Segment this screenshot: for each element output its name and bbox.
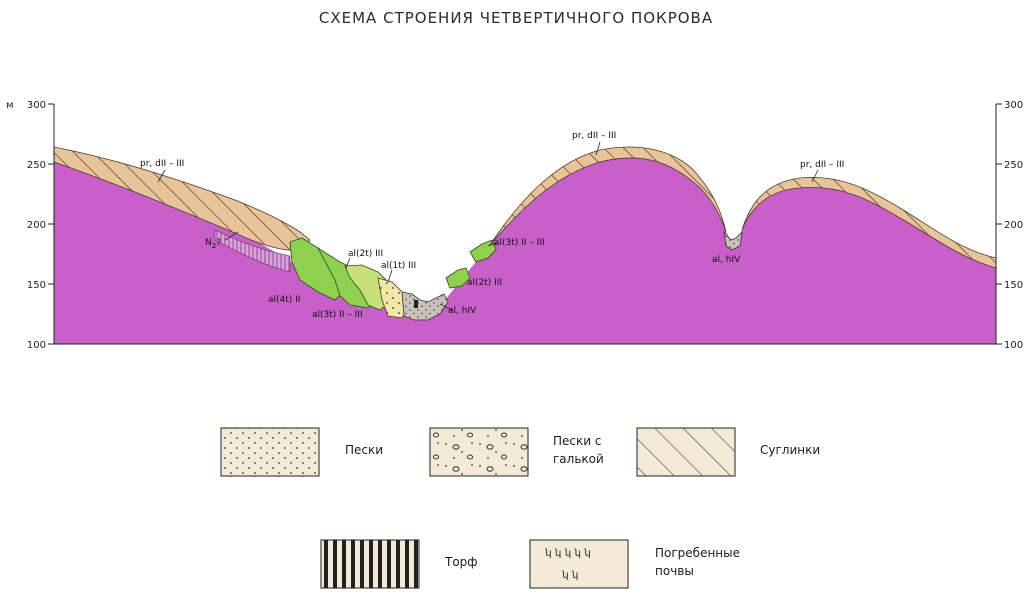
legend-swatch-sand-pebbles-pattern [430, 428, 528, 476]
label-pr-left: pr, dII – III [140, 159, 184, 169]
label-al2t-right: al(2t) III [467, 278, 502, 288]
legend-swatch-loam-hatch [637, 428, 735, 476]
right-ticks [996, 103, 1002, 345]
label-al1t: al(1t) III [381, 261, 416, 271]
legend-swatch-peat-lines [321, 540, 419, 588]
legend-label-sand-pebbles-1: Пески с [553, 434, 601, 448]
leader-lines [157, 141, 819, 311]
legend-label-buried-soils-1: Погребенные [655, 546, 740, 560]
diagram-title: СХЕМА СТРОЕНИЯ ЧЕТВЕРТИЧНОГО ПОКРОВА [319, 9, 713, 27]
axis-unit: м [6, 100, 14, 111]
loam-hatch-right [742, 177, 996, 268]
left-tick-250: 250 [27, 160, 46, 171]
left-tick-150: 150 [27, 280, 46, 291]
svg-text:ʮ ʮ: ʮ ʮ [562, 570, 578, 581]
svg-text:ʮ ʮ ʮ ʮ ʮ: ʮ ʮ ʮ ʮ ʮ [545, 548, 591, 559]
right-tick-150: 150 [1004, 280, 1023, 291]
small-valley-alluvium-dots [724, 232, 742, 250]
right-tick-250: 250 [1004, 160, 1023, 171]
right-tick-100: 100 [1004, 340, 1023, 351]
terrace-1t-dots [378, 278, 408, 318]
legend-label-sand: Пески [345, 443, 383, 457]
loam-hatch-middle [490, 147, 726, 245]
legend-label-loam: Суглинки [760, 443, 820, 457]
left-tick-100: 100 [27, 340, 46, 351]
valley-alluvium-dots [402, 292, 448, 320]
label-n2: N2? [205, 238, 221, 250]
right-tick-200: 200 [1004, 220, 1023, 231]
label-al3t-right: al(3t) II – III [494, 238, 545, 248]
legend-label-buried-soils-2: почвы [655, 564, 694, 578]
legend-buried-soils-marks: ʮ ʮ ʮ ʮ ʮ ʮ ʮ [545, 548, 591, 581]
legend-label-sand-pebbles-2: галькой [553, 452, 604, 466]
left-ticks [48, 103, 54, 345]
bedrock-layer [54, 157, 996, 344]
left-tick-200: 200 [27, 220, 46, 231]
right-tick-300: 300 [1004, 100, 1023, 111]
terrace-2t-right [445, 267, 471, 289]
label-alhiv-right: al, hIV [712, 255, 741, 265]
label-al3t-left: al(3t) II – III [312, 310, 363, 320]
legend-swatch-buried-soils [529, 539, 629, 589]
legend-swatch-sand-dots [221, 428, 319, 476]
legend-label-peat: Торф [444, 555, 478, 569]
label-alhiv-valley: al, hIV [448, 306, 477, 316]
loam-hatch-left [54, 147, 310, 251]
valley-peat-lens [409, 300, 418, 308]
label-al4t: al(4t) II [268, 295, 300, 305]
label-al2t-left: al(2t) III [348, 249, 383, 259]
label-pr-right: pr, dII – III [800, 160, 844, 170]
label-pr-middle: pr, dII – III [572, 131, 616, 141]
neogene-wedge-lines [215, 230, 290, 272]
left-tick-300: 300 [27, 100, 46, 111]
